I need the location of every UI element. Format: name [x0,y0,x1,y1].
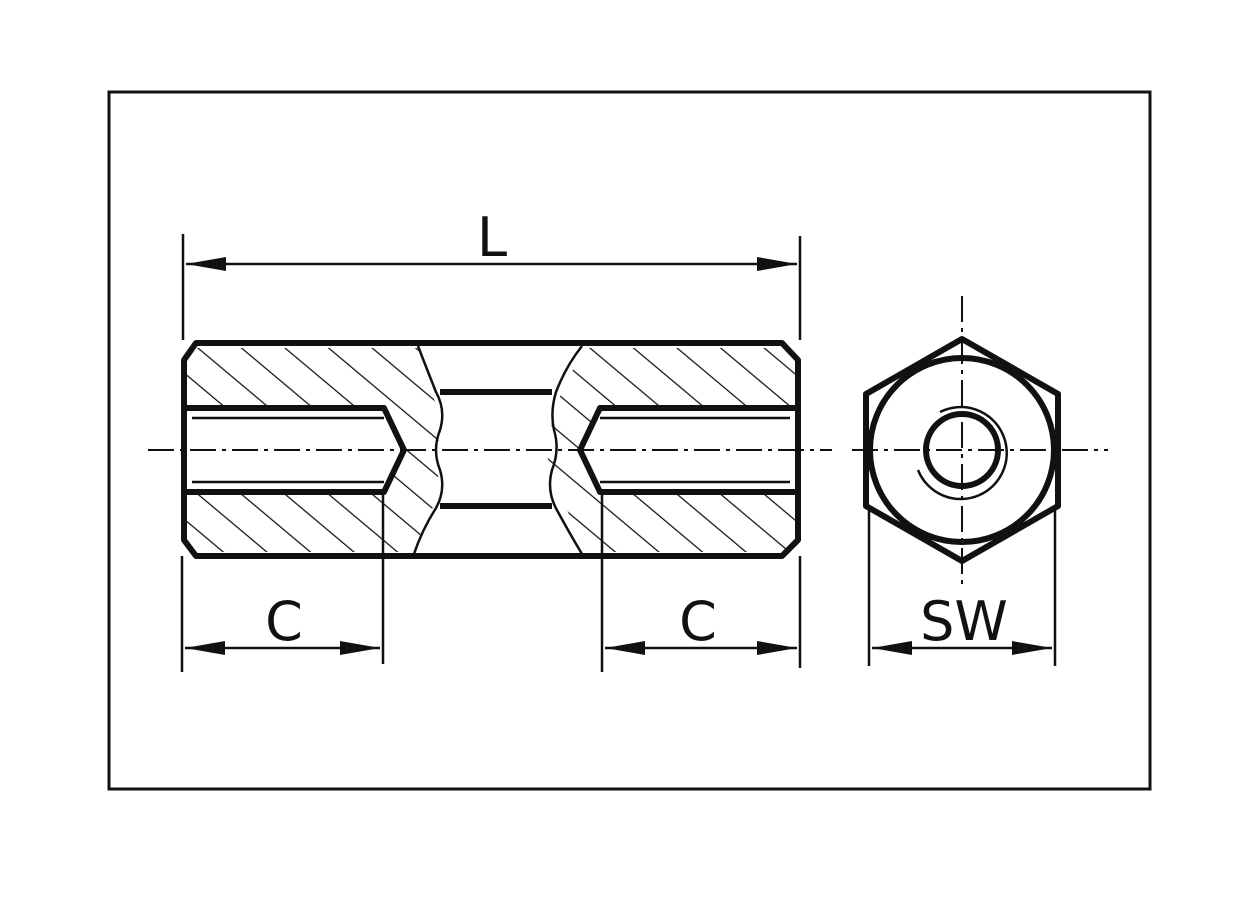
hatch-bottom-right [556,492,798,552]
dim-label-thread-right: C [679,590,717,653]
hatch-bottom-left [184,492,440,552]
dim-label-wrench-size: SW [920,590,1008,653]
body-outline [181,340,801,559]
end-view [852,296,1108,584]
dimensions: L C C SW [180,206,1057,672]
dim-label-thread-left: C [265,590,303,653]
section-view [148,340,832,559]
hatch-top-right [556,348,798,408]
thread-arc [916,405,1009,501]
break-line-right [548,345,584,555]
dim-label-length: L [477,206,507,269]
hatch-top-left [184,348,444,409]
drawing-frame [107,90,1152,791]
